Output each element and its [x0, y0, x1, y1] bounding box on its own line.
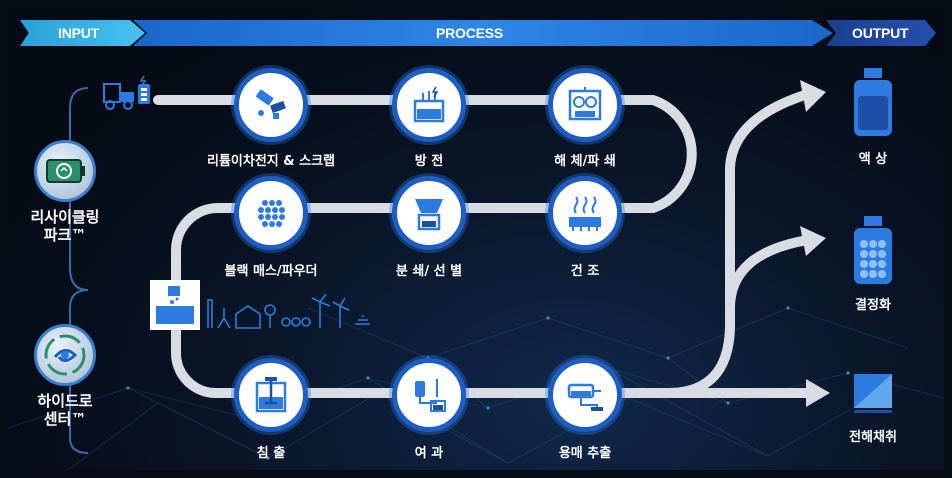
filter-icon	[415, 379, 446, 412]
hydro-center-label: 하이드로 센터™	[20, 392, 110, 428]
recycling-park-label-line2: 파크™	[43, 226, 87, 244]
solvent-extraction-icon	[567, 383, 603, 411]
process-node-battery-scrap	[234, 68, 308, 142]
hopper-icon	[415, 199, 443, 231]
input-banner: INPUT	[20, 20, 145, 46]
arrow-head-top	[800, 80, 826, 112]
arrow-head-middle	[800, 226, 826, 256]
hydro-center-icon	[34, 324, 96, 386]
process-node-black-mass	[234, 176, 308, 250]
process-banner: PROCESS	[133, 20, 833, 46]
discharge-tank-icon	[413, 86, 445, 123]
label-grinding-sorting: 분 쇄/ 선 별	[395, 264, 463, 279]
label-black-mass: 블랙 매스/파우더	[224, 264, 318, 279]
hydro-plant-scene-icon	[150, 280, 370, 330]
hydro-center-label-line1: 하이드로	[37, 392, 93, 410]
output-label-crystallization: 결정화	[855, 298, 891, 313]
process-banner-label: PROCESS	[436, 25, 504, 41]
recycling-park-label-line1: 리사이클링	[30, 208, 100, 226]
forklift-battery-icon	[103, 76, 150, 110]
process-node-drying	[548, 176, 622, 250]
process-flow-pipes	[153, 80, 830, 407]
process-node-discharge	[392, 68, 466, 142]
crystal-bottle-icon	[854, 216, 892, 284]
output-banner: OUTPUT	[826, 20, 936, 46]
label-discharge: 방 전	[414, 154, 444, 169]
process-node-leaching	[234, 358, 308, 432]
liquid-bottle-icon	[854, 68, 892, 136]
process-node-crushing	[548, 68, 622, 142]
arrow-head-bottom	[806, 379, 830, 407]
electrowinning-plate-icon	[854, 374, 892, 413]
black-mass-icon	[258, 200, 285, 227]
label-drying: 건 조	[570, 264, 600, 279]
label-solvent-extraction: 용매 추출	[558, 446, 612, 461]
battery-scrap-icon	[255, 89, 286, 119]
process-diagram: PROCESS INPUT OUTPUT	[8, 8, 944, 470]
hydro-center-label-line2: 센터™	[43, 410, 87, 428]
process-node-grinding-sorting	[392, 176, 466, 250]
label-filtration: 여 과	[414, 446, 444, 461]
output-label-electrowinning: 전해채취	[849, 430, 897, 445]
label-crushing: 해 체/파 쇄	[554, 154, 616, 169]
recycling-park-icon	[34, 140, 96, 202]
input-banner-label: INPUT	[58, 25, 100, 41]
dryer-icon	[569, 196, 601, 231]
crusher-icon	[568, 87, 602, 121]
recycling-park-label: 리사이클링 파크™	[20, 208, 110, 244]
output-label-liquid: 액 상	[858, 152, 888, 167]
process-node-filtration	[392, 358, 466, 432]
label-battery-scrap: 리튬이차전지 & 스크랩	[206, 154, 336, 169]
label-leaching: 침 출	[256, 446, 286, 461]
process-node-solvent-extraction	[548, 358, 622, 432]
output-banner-label: OUTPUT	[852, 25, 909, 41]
leaching-tank-icon	[255, 377, 287, 413]
